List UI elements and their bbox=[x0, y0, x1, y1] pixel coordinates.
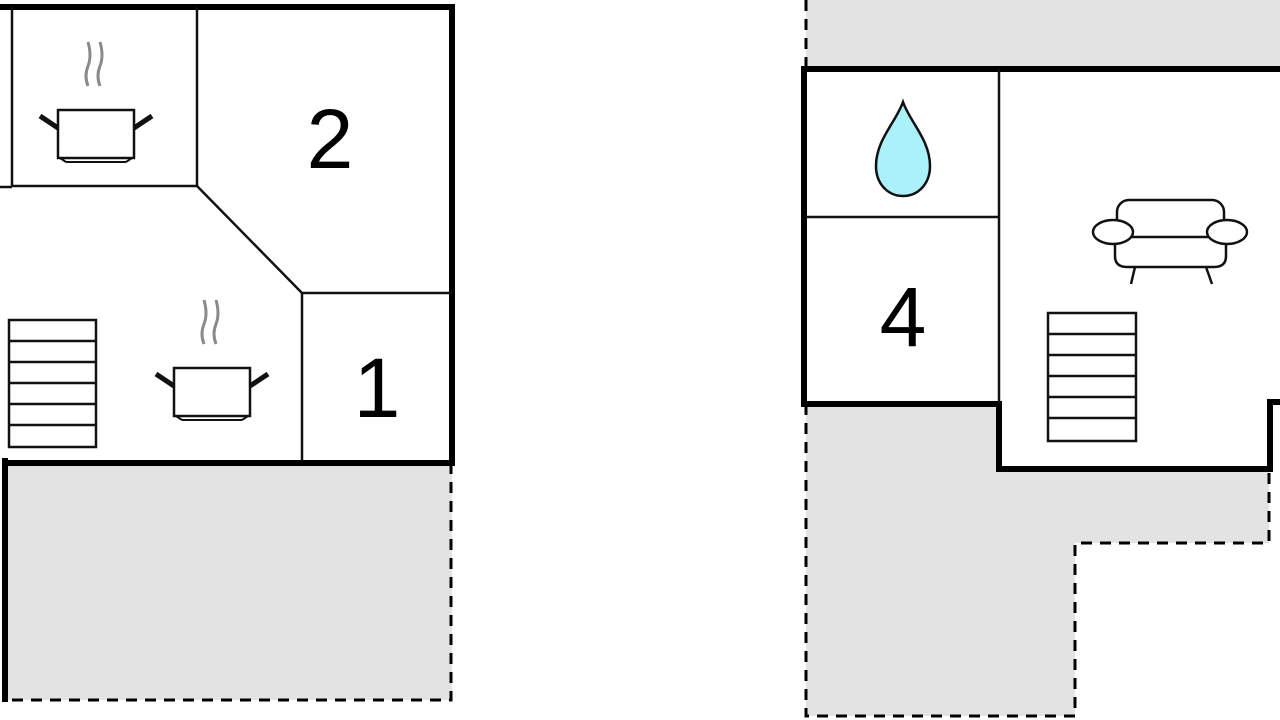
outer-wall-right bbox=[801, 66, 1280, 472]
room-2-label: 2 bbox=[307, 92, 354, 186]
room-4-label: 4 bbox=[880, 270, 927, 364]
terrace-left bbox=[4, 463, 452, 700]
interior-wall-diagonal bbox=[196, 185, 303, 294]
terrace-bottom bbox=[806, 404, 1269, 716]
right-floor-plan: 4 bbox=[801, 0, 1280, 718]
room-1-label: 1 bbox=[354, 341, 401, 435]
stairs-icon bbox=[7, 318, 98, 449]
cooking-pot-icon bbox=[154, 299, 270, 421]
cooking-pot-icon bbox=[38, 41, 154, 163]
terrace-bottom-dashed-edge bbox=[804, 404, 1271, 718]
left-floor-plan: 2 1 bbox=[0, 4, 455, 702]
sofa-icon bbox=[1091, 198, 1249, 285]
stairs-icon bbox=[1046, 311, 1138, 443]
terrace-left-dashed-edge bbox=[4, 463, 453, 702]
terrace-top bbox=[806, 0, 1280, 68]
water-drop-icon bbox=[874, 98, 932, 198]
outer-wall-left bbox=[0, 4, 455, 466]
